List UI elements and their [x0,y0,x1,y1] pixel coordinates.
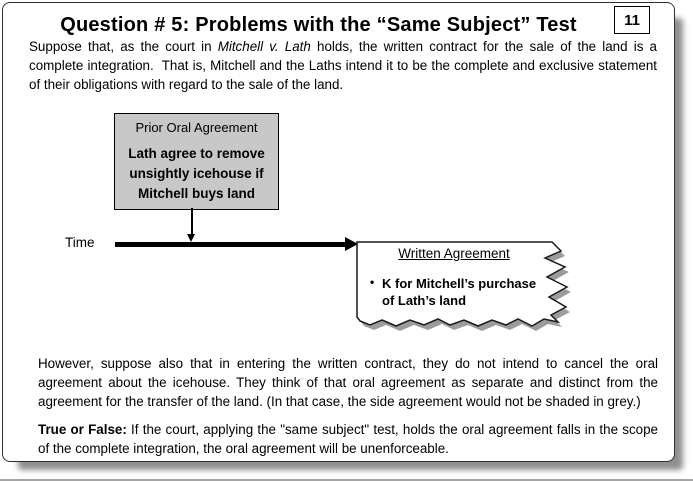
slide: Question # 5: Problems with the “Same Su… [2,2,675,462]
oral-agreement-box: Prior Oral Agreement Lath agree to remov… [114,113,279,210]
body-paragraph: However, suppose also that in entering t… [38,356,658,409]
torn-paper-shape [356,241,571,331]
written-box-bullet-item: • K for Mitchell’s purchase of Lath’s la… [356,275,552,309]
connector-arrow [185,208,198,242]
timeline-label: Time [65,235,95,250]
written-box-content: Written Agreement • K for Mitchell’s pur… [356,241,552,309]
page-number-box: 11 [614,6,650,34]
written-agreement-box: Written Agreement • K for Mitchell’s pur… [356,241,584,335]
question-paragraph: True or False: If the court, applying th… [38,422,659,456]
bottom-edge-line [0,479,693,481]
intro-paragraph: Suppose that, as the court in Mitchell v… [29,39,657,92]
bullet-dot-icon: • [370,275,375,289]
oral-box-title: Prior Oral Agreement [135,120,258,135]
written-box-title: Written Agreement [398,246,510,261]
arrow-down-icon [187,234,195,242]
connector-line [191,208,193,235]
arrow-right-icon [345,237,358,251]
page-number: 11 [624,11,640,29]
page-title: Question # 5: Problems with the “Same Su… [60,14,577,36]
oral-box-body: Lath agree to remove unsightly icehouse … [128,146,265,201]
timeline-bar [115,242,346,247]
written-box-bullet-text: K for Mitchell’s purchase of Lath’s land [382,276,537,308]
